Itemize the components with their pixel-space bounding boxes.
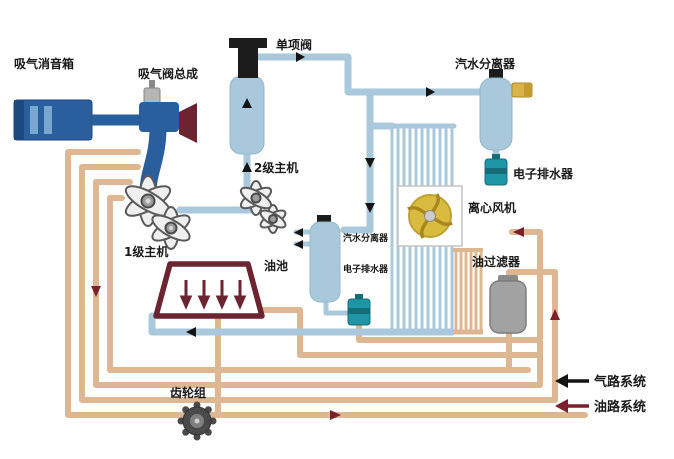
unloader-horn xyxy=(179,103,197,143)
oil-cooler xyxy=(453,248,483,335)
fan-label: 离心风机 xyxy=(468,200,516,215)
air-arrow-left xyxy=(294,228,303,237)
oil-flow-arrows xyxy=(91,227,560,420)
legend: 气路系统 油路系统 xyxy=(555,374,646,415)
mid-separator-label: 汽水分离器 xyxy=(343,232,389,244)
stage2-rotors xyxy=(239,180,287,234)
legend-row-oil: 油路系统 xyxy=(555,399,646,415)
oil-arrow-left xyxy=(513,227,524,237)
legend-air-label: 气路系统 xyxy=(594,374,646,390)
air-pipes xyxy=(148,53,500,336)
check-valve xyxy=(229,38,267,78)
intake-valve-label: 吸气阀总成 xyxy=(138,66,198,81)
oil-arrow-up xyxy=(550,309,560,320)
top-electronic-drain xyxy=(484,154,508,186)
air-arrow-up xyxy=(242,162,252,172)
air-flow-arrows xyxy=(186,52,435,337)
air-mid-drop xyxy=(340,88,374,234)
check-valve-label: 单项阀 xyxy=(276,37,312,52)
air-return-bottom xyxy=(148,312,456,336)
legend-air-arrow xyxy=(555,374,568,388)
top-water-separator xyxy=(479,69,513,151)
rotor xyxy=(151,206,191,250)
discharge-fitting xyxy=(511,82,533,98)
stage1-rotors xyxy=(124,175,191,250)
rotor xyxy=(124,175,172,227)
air-top-run xyxy=(254,53,486,96)
top-drain-label: 电子排水器 xyxy=(513,166,574,181)
fan-hub xyxy=(424,210,436,222)
rotor xyxy=(259,204,287,234)
oil-loop-outer xyxy=(65,149,588,418)
legend-row-air: 气路系统 xyxy=(555,374,646,390)
legend-oil-arrow xyxy=(555,399,568,413)
oil-pan xyxy=(153,261,265,319)
air-arrow-down xyxy=(365,203,375,213)
mid-electronic-drain xyxy=(347,294,371,326)
air-arrow-left xyxy=(186,327,196,337)
stage2-label: 2级主机 xyxy=(254,160,298,175)
air-arrow-left xyxy=(294,240,303,249)
air-arrow-down xyxy=(365,158,375,168)
top-separator-label: 汽水分离器 xyxy=(455,56,516,71)
mid-drain-label: 电子排水器 xyxy=(343,263,389,275)
oil-loop-4 xyxy=(107,195,531,373)
oil-filter-label: 油过滤器 xyxy=(472,254,521,269)
air-arrow-right xyxy=(426,87,435,97)
intake-silencer-label: 吸气消音箱 xyxy=(14,56,74,71)
intercooler-vessel xyxy=(229,75,265,155)
centrifugal-fan xyxy=(397,185,463,247)
legend-oil-label: 油路系统 xyxy=(594,399,646,415)
oil-arrow-right xyxy=(330,410,341,420)
oil-loop-2 xyxy=(79,164,558,403)
oil-loop-3 xyxy=(93,179,543,388)
oil-filter xyxy=(489,275,527,334)
oil-arrow-down xyxy=(91,286,101,297)
gear-set-label: 齿轮组 xyxy=(170,385,206,400)
rotor xyxy=(239,180,273,216)
mid-water-separator xyxy=(309,215,341,303)
stage1-label: 1级主机 xyxy=(124,244,168,259)
air-middrain-link xyxy=(323,299,351,316)
air-arrow-right xyxy=(296,52,305,62)
intake-silencer xyxy=(13,99,93,141)
oil-pool-label: 油池 xyxy=(264,258,288,273)
oil-drop-arrows xyxy=(179,280,247,310)
gear-set xyxy=(177,401,217,441)
air-arrow-up xyxy=(242,98,252,108)
